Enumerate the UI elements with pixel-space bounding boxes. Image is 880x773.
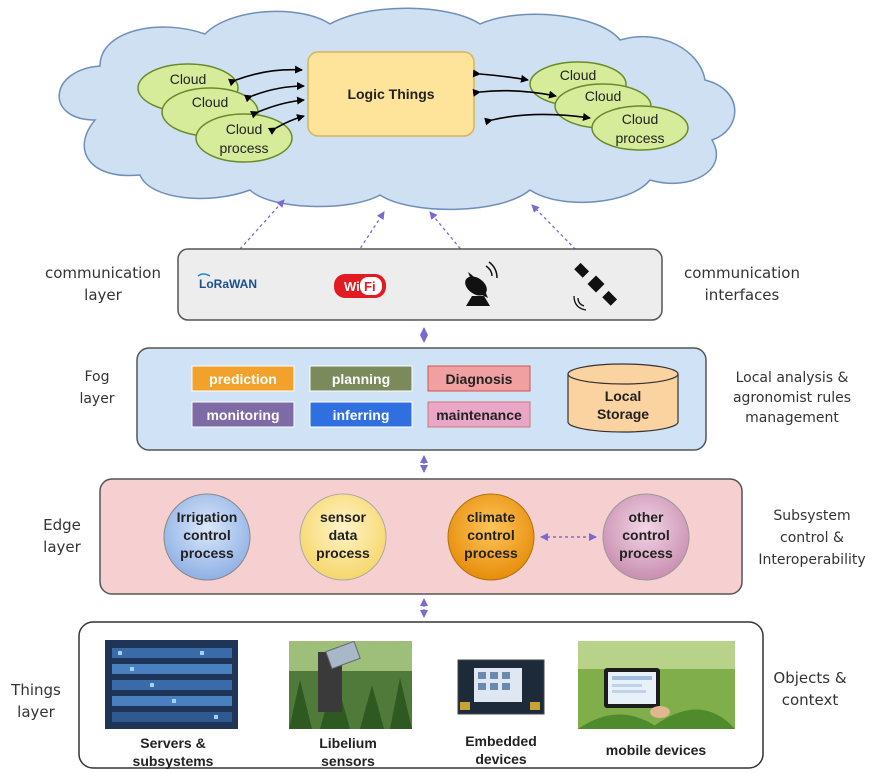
fog-right-label: Local analysis & (736, 370, 849, 386)
embedded-label: devices (475, 751, 527, 767)
other-process-circle: other control process (602, 493, 690, 581)
lorawan-logo: LoRaWAN (197, 273, 257, 291)
libelium-label: Libelium (319, 735, 377, 751)
communication-layer-label: communication (45, 264, 161, 282)
svg-text:prediction: prediction (209, 371, 277, 387)
arrow-left-3 (250, 96, 305, 119)
fog-layer-label: Fog (84, 369, 109, 385)
svg-text:control: control (622, 527, 669, 543)
edge-right-label: control & (780, 530, 844, 546)
cloud-process-label: process (219, 140, 268, 156)
local-storage-cylinder: Local Storage (567, 363, 679, 433)
arrow-left-4 (267, 114, 305, 135)
libelium-sensors-image (289, 640, 412, 729)
fog-layer-label: layer (79, 391, 114, 407)
edge-layer-label: layer (43, 538, 81, 556)
cloud-arrows (228, 65, 591, 135)
arrow-right-2 (472, 88, 557, 99)
mobile-devices-image (578, 641, 735, 729)
svg-text:data: data (329, 527, 358, 543)
edge-right-label: Interoperability (758, 552, 865, 568)
svg-text:sensor: sensor (320, 509, 366, 525)
cloud-process-label: Cloud (560, 67, 597, 83)
edge-layer-box (99, 478, 743, 595)
planning-box: planning (309, 365, 413, 392)
svg-text:Diagnosis: Diagnosis (446, 371, 513, 387)
embedded-devices-image (457, 659, 545, 715)
libelium-label: sensors (321, 753, 375, 769)
maintenance-box: maintenance (427, 401, 531, 428)
cloud-process-label: Cloud (622, 111, 659, 127)
wifi-text: Fi (364, 279, 376, 294)
svg-text:process: process (316, 545, 370, 561)
fog-right-label: management (745, 410, 839, 426)
irrigation-process-circle: Irrigation control process (163, 493, 251, 581)
cloud-process-label: Cloud (585, 88, 622, 104)
edge-right-label: Subsystem (773, 508, 850, 524)
satellite-icon (573, 262, 618, 311)
svg-text:control: control (183, 527, 230, 543)
svg-text:inferring: inferring (333, 407, 390, 423)
logic-things-label: Logic Things (347, 86, 434, 102)
svg-text:planning: planning (332, 371, 390, 387)
svg-text:monitoring: monitoring (206, 407, 279, 423)
mobile-devices-label: mobile devices (606, 742, 707, 758)
svg-text:other: other (629, 509, 665, 525)
cloud-process-label: Cloud (226, 121, 263, 137)
servers-label: subsystems (133, 753, 214, 769)
svg-text:process: process (180, 545, 234, 561)
edge-layer-label: Edge (43, 516, 81, 534)
lorawan-text: LoRaWAN (199, 277, 257, 291)
prediction-box: prediction (191, 365, 295, 392)
svg-text:Local: Local (605, 388, 642, 404)
svg-text:control: control (467, 527, 514, 543)
communication-interfaces-label: communication (684, 264, 800, 282)
arrow-right-3 (484, 113, 591, 126)
cloud-process-label: Cloud (170, 71, 207, 87)
satellite-dish-icon (465, 261, 498, 306)
servers-image (105, 640, 238, 729)
wifi-text: Wi (344, 279, 360, 294)
communication-interfaces-label: interfaces (705, 286, 780, 304)
things-layer-label: Things (10, 681, 61, 699)
things-layer-label: layer (17, 703, 55, 721)
monitoring-box: monitoring (191, 401, 295, 428)
inferring-box: inferring (309, 401, 413, 428)
arrow-left-2 (244, 82, 305, 103)
sensor-data-process-circle: sensor data process (299, 493, 387, 581)
svg-text:Irrigation: Irrigation (177, 509, 238, 525)
cloud-process-right-3: Cloud process (591, 105, 689, 151)
cloud-process-left-3: Cloud process (195, 113, 293, 163)
climate-process-circle: climate control process (447, 493, 535, 581)
svg-text:Storage: Storage (597, 406, 649, 422)
cloud-process-label: process (615, 130, 664, 146)
cloud-process-label: Cloud (192, 94, 229, 110)
logic-things-box: Logic Things (307, 51, 475, 137)
svg-text:process: process (464, 545, 518, 561)
things-right-label: Objects & (773, 669, 846, 687)
communication-layer-box (177, 248, 663, 321)
servers-label: Servers & (140, 735, 205, 751)
diagnosis-box: Diagnosis (427, 365, 531, 392)
fog-right-label: agronomist rules (733, 390, 851, 406)
wifi-logo: Wi Fi (334, 274, 386, 298)
communication-layer-label: layer (84, 286, 122, 304)
arrow-right-1 (472, 69, 529, 83)
things-right-label: context (782, 691, 839, 709)
embedded-label: Embedded (465, 733, 537, 749)
svg-text:climate: climate (467, 509, 515, 525)
svg-text:maintenance: maintenance (436, 407, 522, 423)
arrow-left-1 (228, 65, 303, 87)
svg-text:process: process (619, 545, 673, 561)
